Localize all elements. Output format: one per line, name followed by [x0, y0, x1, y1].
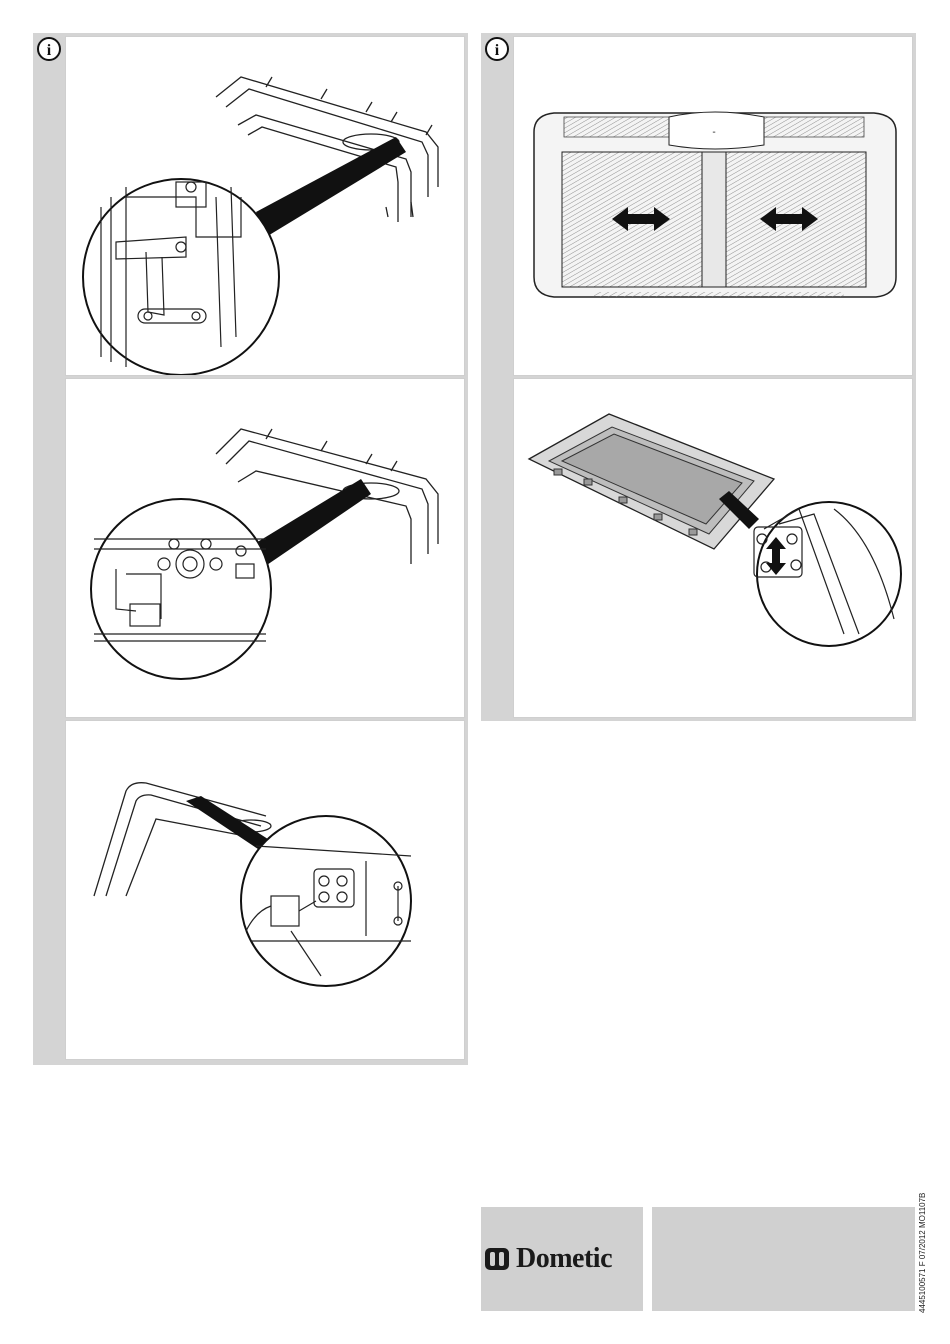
footer-blank-box	[652, 1207, 915, 1311]
brand-logo: Dometic	[484, 1241, 642, 1277]
figure-blind-slide: -	[513, 36, 913, 376]
figure-hinge-detail	[65, 36, 465, 376]
hinge-illustration	[66, 37, 464, 375]
connector-illustration	[66, 721, 464, 1059]
figure-frame-adjust	[513, 378, 913, 718]
info-glyph: i	[47, 42, 52, 59]
figure-motor-detail	[65, 378, 465, 718]
svg-text:-: -	[712, 127, 715, 138]
blind-illustration: -	[514, 37, 912, 375]
info-icon: i	[484, 36, 510, 62]
brand-name: Dometic	[516, 1243, 612, 1275]
dometic-logo-icon	[484, 1247, 510, 1271]
info-glyph: i	[495, 42, 500, 59]
info-icon: i	[36, 36, 62, 62]
motor-illustration	[66, 379, 464, 717]
figure-connector-detail	[65, 720, 465, 1060]
document-number: 4445100571 F 07/2012 MO1107B	[918, 1193, 927, 1313]
frame-illustration	[514, 379, 912, 717]
